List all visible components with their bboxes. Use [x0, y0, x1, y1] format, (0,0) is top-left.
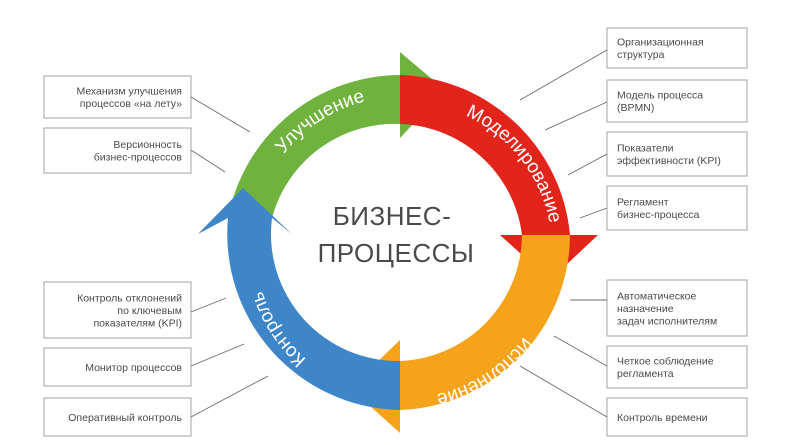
right-box-text-line: Автоматическое: [617, 290, 696, 302]
left-connector-line: [190, 343, 245, 367]
right-box-text-line: Организационная: [617, 37, 704, 49]
improvement-arrow: [228, 52, 445, 218]
left-connector-line: [190, 149, 226, 173]
right-box-text-line: эффективности (KPI): [617, 155, 721, 167]
left-box-frame: [43, 397, 192, 437]
right-box-frame: [606, 279, 748, 337]
connector-lines: [190, 49, 608, 418]
left-connector-line: [190, 375, 269, 418]
left-box-text-line: показателям (KPI): [93, 317, 182, 329]
right-box-frame: [606, 397, 748, 437]
execution-arrow: [350, 235, 570, 433]
left-box-text-line: Оперативный контроль: [68, 412, 182, 424]
right-connector-line: [553, 335, 608, 367]
left-box-frame: [43, 347, 192, 387]
modeling-arrow: [400, 75, 598, 280]
right-connector-line: [567, 153, 608, 176]
left-box-4: Монитор процессов: [43, 347, 192, 387]
right-box-text-line: задач исполнителям: [617, 315, 717, 327]
right-box-text-line: Регламент: [617, 197, 669, 209]
left-connector-line: [190, 297, 227, 313]
cycle-ring: [198, 52, 598, 433]
right-box-frame: [606, 131, 748, 177]
right-box-text-line: (BPMN): [617, 102, 654, 114]
right-box-frame: [606, 345, 748, 389]
right-box-frame: [606, 185, 748, 231]
center-title-line-1: БИЗНЕС-: [333, 201, 452, 231]
right-box-text-line: структура: [617, 49, 665, 61]
left-box-text-line: процессов «на лету»: [80, 98, 182, 110]
left-box-frame: [43, 281, 192, 339]
right-box-frame: [606, 27, 748, 69]
right-box-text-line: Модель процесса: [617, 90, 703, 102]
left-box-text-line: Монитор процессов: [85, 362, 182, 374]
left-box-frame: [43, 75, 192, 119]
right-connector-line: [519, 365, 608, 418]
left-box-5: Оперативный контроль: [43, 397, 192, 437]
right-connector-line: [544, 101, 608, 131]
center-title-line-2: ПРОЦЕССЫ: [318, 238, 475, 268]
right-box-text-line: бизнес-процесса: [617, 209, 700, 221]
right-box-text-line: Контроль времени: [617, 412, 708, 424]
right-connector-line: [519, 49, 608, 101]
right-connector-line: [579, 207, 608, 219]
right-box-text-line: назначение: [617, 303, 674, 315]
control-arrow: [198, 188, 400, 410]
left-connector-line: [190, 96, 251, 133]
right-box-2: Модель процесса(BPMN): [606, 79, 748, 123]
left-box-text-line: бизнес-процессов: [94, 152, 183, 164]
left-box-text-line: Механизм улучшения: [76, 86, 182, 98]
right-box-text-line: Четкое соблюдение: [617, 356, 714, 368]
left-box-text-line: Контроль отклонений: [77, 292, 182, 304]
right-box-7: Контроль времени: [606, 397, 748, 437]
right-box-frame: [606, 79, 748, 123]
left-box-text-line: по ключевым: [117, 305, 182, 317]
right-box-text-line: Показатели: [617, 143, 674, 155]
right-box-text-line: регламента: [617, 368, 674, 380]
left-box-text-line: Версионность: [113, 139, 182, 151]
